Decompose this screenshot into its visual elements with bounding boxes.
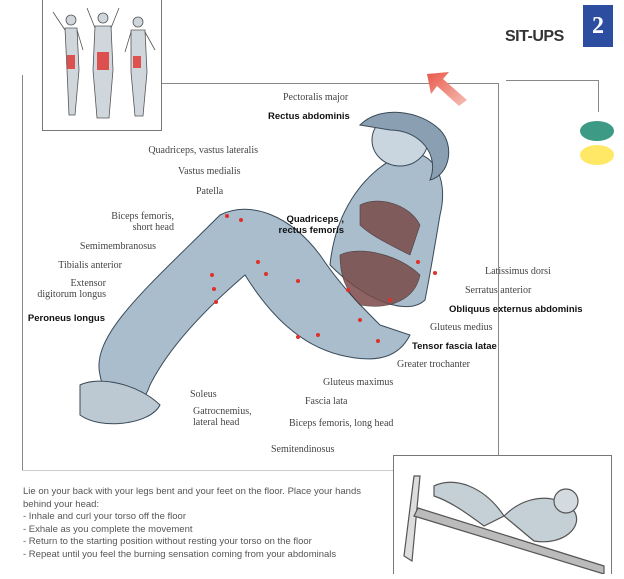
label-obliquus-externus-abdominis: Obliquus externus abdominis — [449, 304, 583, 315]
frame-right — [498, 83, 499, 458]
label-extensor-digitorum-longus: Extensor digitorum longus — [37, 278, 106, 300]
label-peroneus-longus: Peroneus longus — [27, 313, 105, 324]
label-line-2: rectus femoris — [278, 225, 344, 236]
legend-connector-v — [598, 80, 599, 112]
frame-top — [160, 83, 498, 84]
label-line-2: digitorum longus — [37, 289, 106, 300]
label-line-1: Quadriceps , — [286, 214, 344, 225]
label-line-1: Biceps femoris, — [111, 211, 174, 222]
label-line-1: Gatrocnemius, — [193, 406, 252, 417]
bench-situp-inset — [393, 455, 612, 575]
situp-anatomy-illustration — [79, 111, 450, 425]
label-fascia-lata: Fascia lata — [305, 396, 348, 407]
frame-left — [22, 75, 23, 470]
label-pectoralis-major: Pectoralis major — [283, 92, 349, 103]
label-line-2: short head — [132, 222, 174, 233]
instruction-step: - Exhale as you complete the movement — [23, 523, 193, 535]
bench-situp-illustration — [403, 475, 605, 575]
label-tibialis-anterior: Tibialis anterior — [58, 260, 122, 271]
label-gluteus-medius: Gluteus medius — [430, 322, 493, 333]
frame-bottom — [22, 470, 394, 471]
exercise-number-badge: 2 — [583, 5, 613, 47]
instructions-intro-1: Lie on your back with your legs bent and… — [23, 486, 361, 497]
legend-dot-green — [580, 121, 614, 141]
muscle-overview-inset — [42, 0, 162, 131]
label-tensor-fascia-latae: Tensor fascia latae — [412, 341, 497, 352]
exercise-instructions: Lie on your back with your legs bent and… — [23, 486, 361, 562]
muscle-overview-figures — [52, 7, 156, 119]
label-semimembranosus: Semimembranosus — [79, 241, 156, 252]
label-rectus-abdominis: Rectus abdominis — [268, 111, 350, 122]
legend-connector-h — [506, 80, 598, 81]
label-gastrocnemius-lateral-head: Gatrocnemius, lateral head — [193, 406, 252, 428]
label-greater-trochanter: Greater trochanter — [397, 359, 471, 370]
label-biceps-femoris-long-head: Biceps femoris, long head — [289, 418, 394, 429]
label-latissimus-dorsi: Latissimus dorsi — [485, 266, 551, 277]
exercise-title: SIT-UPS — [505, 28, 564, 45]
label-quadriceps-vastus-lateralis: Quadriceps, vastus lateralis — [148, 145, 258, 156]
instruction-step: - Inhale and curl your torso off the flo… — [23, 511, 186, 523]
label-line-1: Extensor — [70, 278, 106, 289]
instruction-step: - Return to the starting position withou… — [23, 536, 312, 548]
instructions-intro-2: behind your head: — [23, 498, 100, 510]
direction-arrow-icon — [427, 72, 467, 106]
label-vastus-medialis: Vastus medialis — [178, 166, 241, 177]
legend-dot-yellow — [580, 145, 614, 165]
label-soleus: Soleus — [190, 389, 217, 400]
label-gluteus-maximus: Gluteus maximus — [323, 377, 394, 388]
label-biceps-femoris-short-head: Biceps femoris, short head — [111, 211, 174, 233]
label-semitendinosus: Semitendinosus — [271, 444, 335, 455]
label-quadriceps-rectus-femoris: Quadriceps , rectus femoris — [279, 214, 344, 236]
label-line-2: lateral head — [193, 417, 240, 428]
label-patella: Patella — [196, 186, 224, 197]
label-serratus-anterior: Serratus anterior — [465, 285, 532, 296]
instruction-step: - Repeat until you feel the burning sens… — [23, 548, 337, 560]
